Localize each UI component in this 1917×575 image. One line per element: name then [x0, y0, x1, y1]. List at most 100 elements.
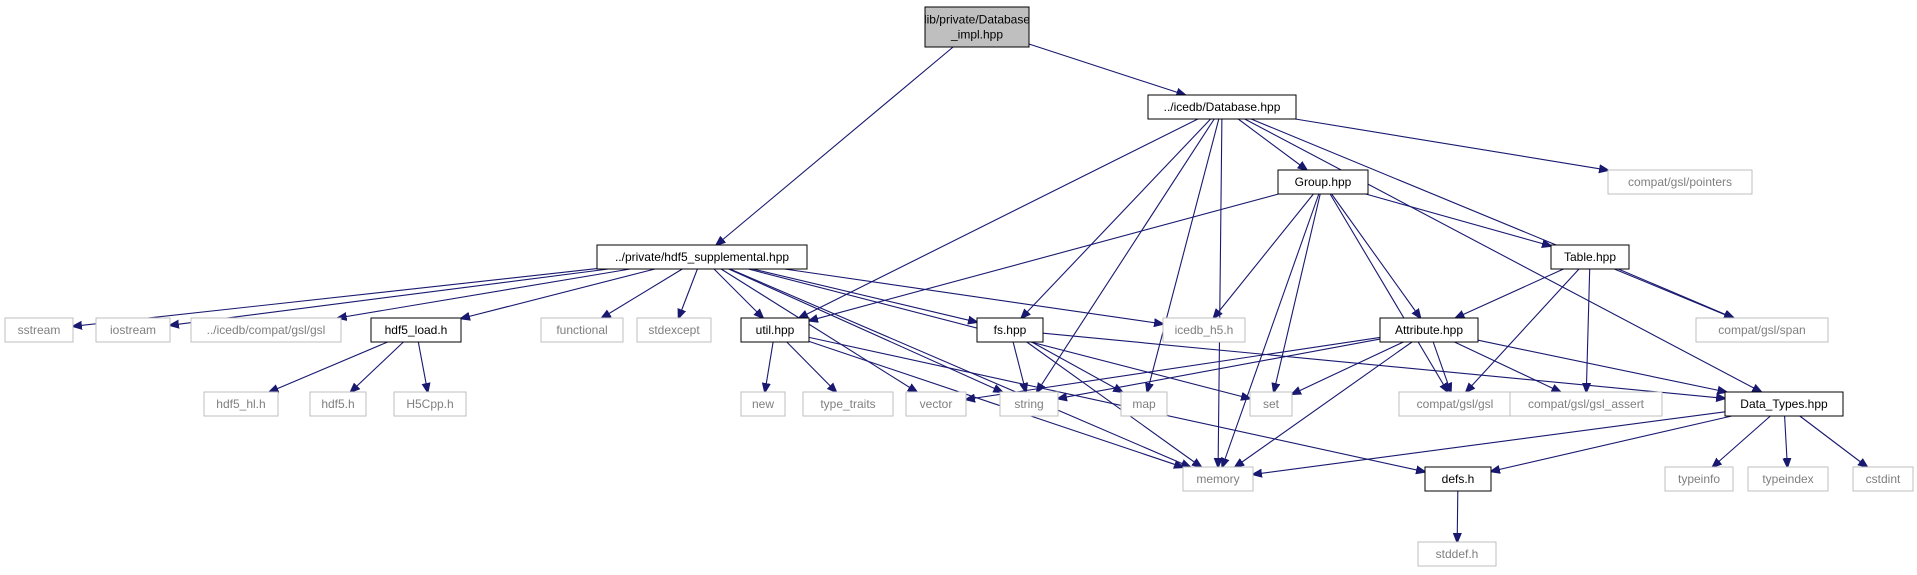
- edge-datatypes-to-cstdint: [1799, 415, 1867, 467]
- node-label-map: map: [1132, 397, 1156, 411]
- edge-group-to-table: [1365, 193, 1551, 246]
- edge-hdf5load-to-hdf5h: [351, 341, 404, 392]
- node-label-sstream: sstream: [18, 323, 61, 337]
- edge-attribute-to-memory: [1235, 341, 1413, 467]
- edge-group-to-set: [1274, 193, 1321, 392]
- node-pointers: compat/gsl/pointers: [1607, 169, 1753, 195]
- node-label-stddef: stddef.h: [1436, 547, 1479, 561]
- edge-hdf5sup-to-stdexcept: [679, 268, 698, 318]
- edge-database-to-memory: [1218, 118, 1222, 467]
- node-table[interactable]: Table.hpp: [1550, 244, 1630, 270]
- node-datatypes[interactable]: Data_Types.hpp: [1724, 391, 1844, 417]
- node-label-util: util.hpp: [756, 323, 795, 337]
- edge-group-to-gsl: [1329, 193, 1448, 392]
- node-box-gslassert: [1509, 391, 1663, 417]
- edge-attribute-to-vector: [966, 336, 1381, 399]
- node-box-functional: [540, 317, 624, 343]
- node-box-sstream: [4, 317, 74, 343]
- node-database[interactable]: ../icedb/Database.hpp: [1147, 94, 1297, 120]
- edge-group-to-util: [809, 193, 1279, 321]
- node-iostream: iostream: [95, 317, 171, 343]
- node-gslassert: compat/gsl/gsl_assert: [1509, 391, 1663, 417]
- node-label-vector: vector: [920, 397, 953, 411]
- node-label-table: Table.hpp: [1564, 250, 1616, 264]
- node-label-typetraits: type_traits: [820, 397, 875, 411]
- edge-fs-to-map: [1031, 341, 1123, 392]
- node-box-set: [1249, 391, 1293, 417]
- node-box-new: [740, 391, 786, 417]
- edge-attribute-to-set: [1292, 341, 1404, 394]
- node-label-stdexcept: stdexcept: [648, 323, 700, 337]
- node-label-span: compat/gsl/span: [1718, 323, 1805, 337]
- edge-database-to-map: [1147, 118, 1220, 392]
- edge-hdf5sup-to-hdf5load: [461, 268, 656, 319]
- edge-attribute-to-gsl: [1432, 341, 1451, 392]
- node-defs[interactable]: defs.h: [1424, 466, 1492, 492]
- edge-defs-to-stddef: [1457, 490, 1458, 542]
- node-box-datatypes: [1724, 391, 1844, 417]
- edge-fs-to-memory: [1026, 341, 1201, 467]
- node-stddef: stddef.h: [1417, 541, 1497, 567]
- edge-table-to-gsl: [1466, 268, 1580, 392]
- node-box-impl: [924, 6, 1030, 48]
- node-hdf5sup[interactable]: ../private/hdf5_supplemental.hpp: [596, 244, 808, 270]
- node-label-memory: memory: [1196, 472, 1239, 486]
- node-label-typeinfo: typeinfo: [1678, 472, 1720, 486]
- edge-database-to-util: [799, 118, 1199, 318]
- node-impl[interactable]: lib/private/Database_impl.hpp: [924, 6, 1030, 48]
- edge-database-to-string: [1037, 118, 1215, 392]
- node-h5cpp: H5Cpp.h: [393, 391, 467, 417]
- node-label-group: Group.hpp: [1295, 175, 1352, 189]
- edge-fs-to-datatypes: [1042, 332, 1725, 398]
- node-box-memory: [1182, 466, 1254, 492]
- node-box-hdf5hl: [203, 391, 279, 417]
- edge-database-to-span: [1250, 118, 1733, 318]
- edge-hdf5sup-to-fs: [752, 268, 977, 322]
- edge-hdf5load-to-hdf5hl: [269, 341, 388, 392]
- edge-attribute-to-datatypes: [1477, 339, 1726, 392]
- node-group[interactable]: Group.hpp: [1277, 169, 1369, 195]
- node-label-attribute: Attribute.hpp: [1395, 323, 1463, 337]
- node-label-iostream: iostream: [110, 323, 156, 337]
- edge-impl-to-hdf5sup: [716, 46, 954, 245]
- node-compatgsl_icedb: ../icedb/compat/gsl/gsl: [190, 317, 342, 343]
- node-box-gsl: [1398, 391, 1512, 417]
- node-label-string: string: [1014, 397, 1043, 411]
- node-box-defs: [1424, 466, 1492, 492]
- node-attribute[interactable]: Attribute.hpp: [1379, 317, 1479, 343]
- edge-hdf5sup-to-functional: [602, 268, 683, 318]
- node-label-typeindex: typeindex: [1762, 472, 1813, 486]
- node-util[interactable]: util.hpp: [740, 317, 810, 343]
- node-label-cstdint: cstdint: [1866, 472, 1901, 486]
- node-box-hdf5h: [309, 391, 367, 417]
- node-label-hdf5sup: ../private/hdf5_supplemental.hpp: [615, 250, 789, 264]
- edge-group-to-memory: [1222, 193, 1320, 467]
- node-label-icedbh5: icedb_h5.h: [1175, 323, 1234, 337]
- edge-impl-to-database: [1028, 43, 1185, 95]
- edge-table-to-span: [1618, 268, 1733, 318]
- edge-util-to-defs: [808, 336, 1425, 471]
- node-label-impl: _impl.hpp: [950, 28, 1003, 42]
- node-fs[interactable]: fs.hpp: [976, 317, 1044, 343]
- node-label-hdf5h: hdf5.h: [321, 397, 354, 411]
- edge-util-to-memory: [808, 340, 1183, 467]
- node-box-database: [1147, 94, 1297, 120]
- node-label-pointers: compat/gsl/pointers: [1628, 175, 1732, 189]
- node-label-hdf5load: hdf5_load.h: [385, 323, 448, 337]
- node-box-string: [999, 391, 1059, 417]
- edge-util-to-typetraits: [786, 341, 836, 392]
- node-box-util: [740, 317, 810, 343]
- node-hdf5load[interactable]: hdf5_load.h: [370, 317, 462, 343]
- edge-database-to-pointers: [1295, 118, 1608, 170]
- node-box-fs: [976, 317, 1044, 343]
- node-new: new: [740, 391, 786, 417]
- node-box-table: [1550, 244, 1630, 270]
- node-box-hdf5sup: [596, 244, 808, 270]
- edge-datatypes-to-typeindex: [1785, 415, 1788, 467]
- node-stdexcept: stdexcept: [636, 317, 712, 343]
- node-label-compatgsl_icedb: ../icedb/compat/gsl/gsl: [207, 323, 326, 337]
- node-span: compat/gsl/span: [1695, 317, 1829, 343]
- node-functional: functional: [540, 317, 624, 343]
- edge-datatypes-to-memory: [1253, 411, 1726, 475]
